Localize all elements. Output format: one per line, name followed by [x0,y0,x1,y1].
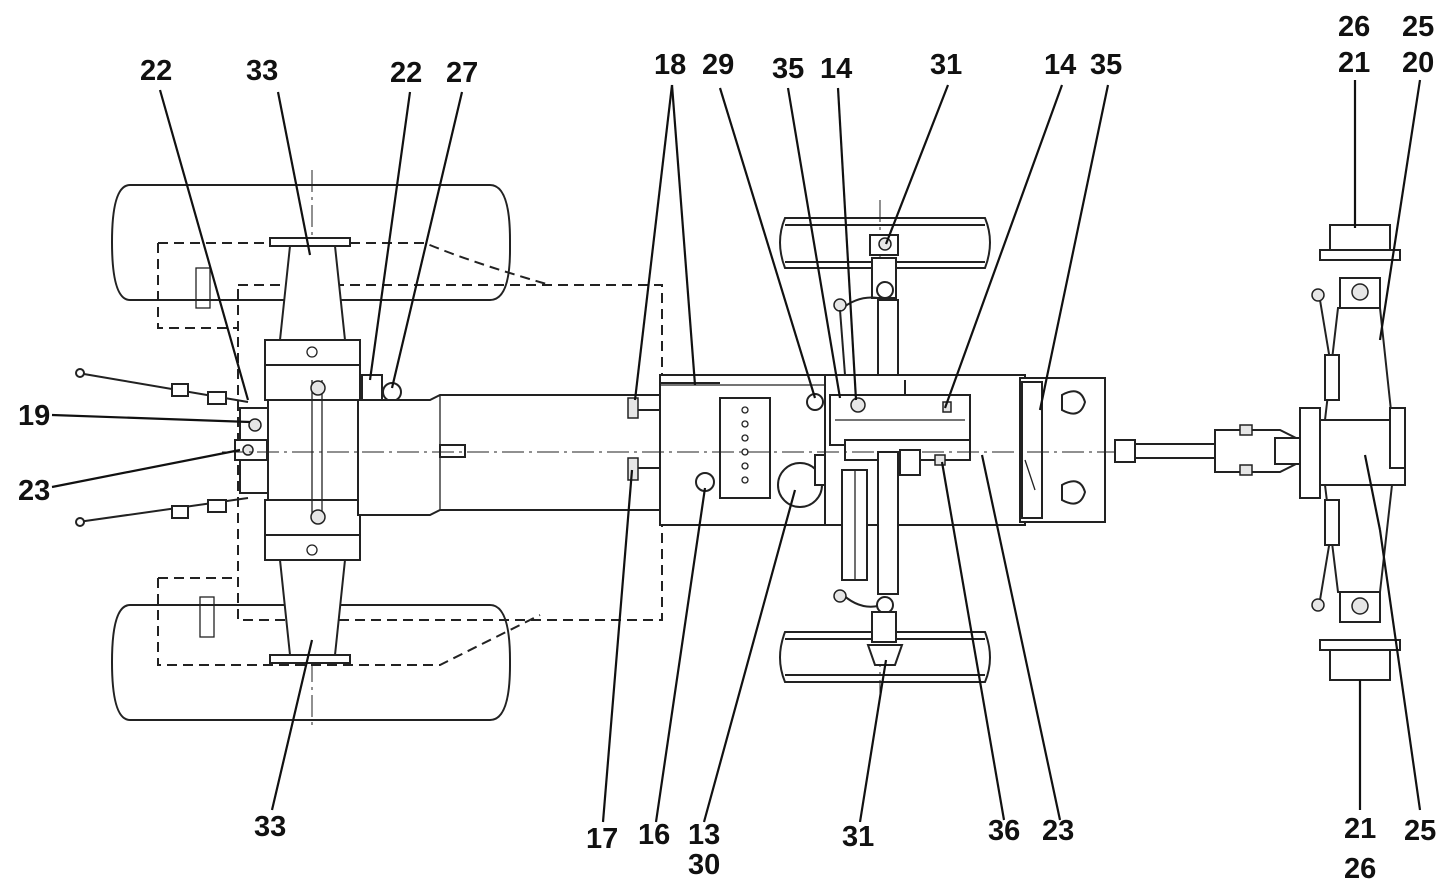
rear-axle-housing-top [264,237,361,401]
label-35-right: 35 [1090,49,1122,81]
label-26-top: 26 [1338,11,1370,43]
grease-point-23-left [242,444,254,456]
label-30: 30 [688,849,720,881]
label-16: 16 [638,819,670,851]
label-22-right: 22 [390,57,422,89]
label-25-bottom: 25 [1404,815,1436,847]
leader-lines [51,79,1422,823]
lower-link-bottom [75,497,249,527]
fender-slot-bottom [199,596,215,638]
label-36: 36 [988,815,1020,847]
label-26-bottom: 26 [1344,853,1376,885]
label-22-left: 22 [140,55,172,87]
front-axle-housing [1299,224,1406,681]
label-21-top: 21 [1338,47,1370,79]
label-25-top: 25 [1402,11,1434,43]
lower-link-top [75,368,249,405]
fender-slot-top [195,267,211,309]
rear-axle-housing-bottom [264,499,361,664]
label-27: 27 [446,57,478,89]
label-17: 17 [586,823,618,855]
label-31-bottom: 31 [842,821,874,853]
label-23-right: 23 [1042,815,1074,847]
label-19: 19 [18,400,50,432]
transmission-housing [357,394,661,516]
rear-left-wheel-bottom [110,604,511,721]
label-18: 18 [654,49,686,81]
callout-labels: 22 33 22 27 19 23 33 18 29 35 14 31 14 3… [18,11,1436,885]
steering-cylinders [1311,288,1340,612]
differential-housing [267,380,359,525]
label-20: 20 [1402,47,1434,79]
grease-point-19 [248,418,262,432]
label-14-right: 14 [1044,49,1076,81]
steering-knuckle-top [833,234,899,376]
brake-box [361,374,383,401]
label-14-left: 14 [820,53,852,85]
rear-left-wheel-top [110,184,511,301]
label-21-bottom: 21 [1344,813,1376,845]
label-35-left: 35 [772,53,804,85]
label-29: 29 [702,49,734,81]
label-31-top: 31 [930,49,962,81]
clutch-housing [627,374,834,526]
label-33-top: 33 [246,55,278,87]
drive-shaft [1114,424,1304,476]
label-33-bottom: 33 [254,811,286,843]
steering-knuckle-bottom [833,449,921,666]
radiator-grille [1019,377,1106,523]
label-13: 13 [688,819,720,851]
label-23-left: 23 [18,475,50,507]
